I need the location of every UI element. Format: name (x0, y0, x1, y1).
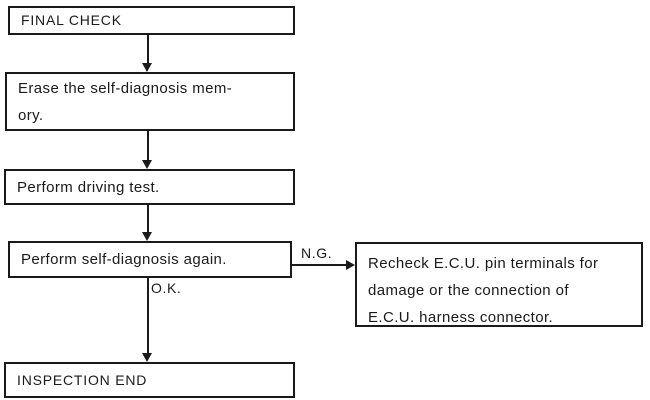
node-final-check: FINAL CHECK (8, 6, 295, 35)
node-self-diagnosis-label: Perform self-diagnosis again. (21, 251, 227, 268)
arrow-final-to-erase-line (147, 35, 149, 64)
node-erase-memory-line1: Erase the self-diagnosis mem- (18, 79, 233, 97)
node-inspection-end-label: INSPECTION END (17, 371, 148, 388)
arrow-driving-to-selfdiag-line (147, 205, 149, 233)
node-driving-test: Perform driving test. (4, 169, 295, 205)
arrow-ng-head (346, 260, 355, 270)
arrow-ng-line (292, 264, 347, 266)
node-inspection-end: INSPECTION END (4, 362, 295, 398)
arrow-final-to-erase-head (142, 63, 152, 72)
node-recheck-ecu-line3: E.C.U. harness connector. (368, 309, 554, 326)
arrow-erase-to-driving-line (147, 131, 149, 161)
node-erase-memory: Erase the self-diagnosis mem- ory. (5, 72, 295, 131)
arrow-erase-to-driving-head (142, 160, 152, 169)
arrow-ok-head (142, 353, 152, 362)
arrow-ok-line (147, 278, 149, 354)
edge-label-ok: O.K. (151, 280, 182, 296)
arrow-driving-to-selfdiag-head (142, 232, 152, 241)
edge-label-ng: N.G. (301, 245, 333, 261)
node-recheck-ecu-line2: damage or the connection of (368, 282, 569, 299)
node-recheck-ecu-line1: Recheck E.C.U. pin terminals for (368, 255, 599, 272)
node-driving-test-label: Perform driving test. (17, 178, 160, 196)
node-final-check-label: FINAL CHECK (21, 12, 122, 28)
node-self-diagnosis: Perform self-diagnosis again. (8, 241, 292, 278)
node-recheck-ecu: Recheck E.C.U. pin terminals for damage … (355, 242, 643, 327)
node-erase-memory-line2: ory. (18, 106, 44, 124)
